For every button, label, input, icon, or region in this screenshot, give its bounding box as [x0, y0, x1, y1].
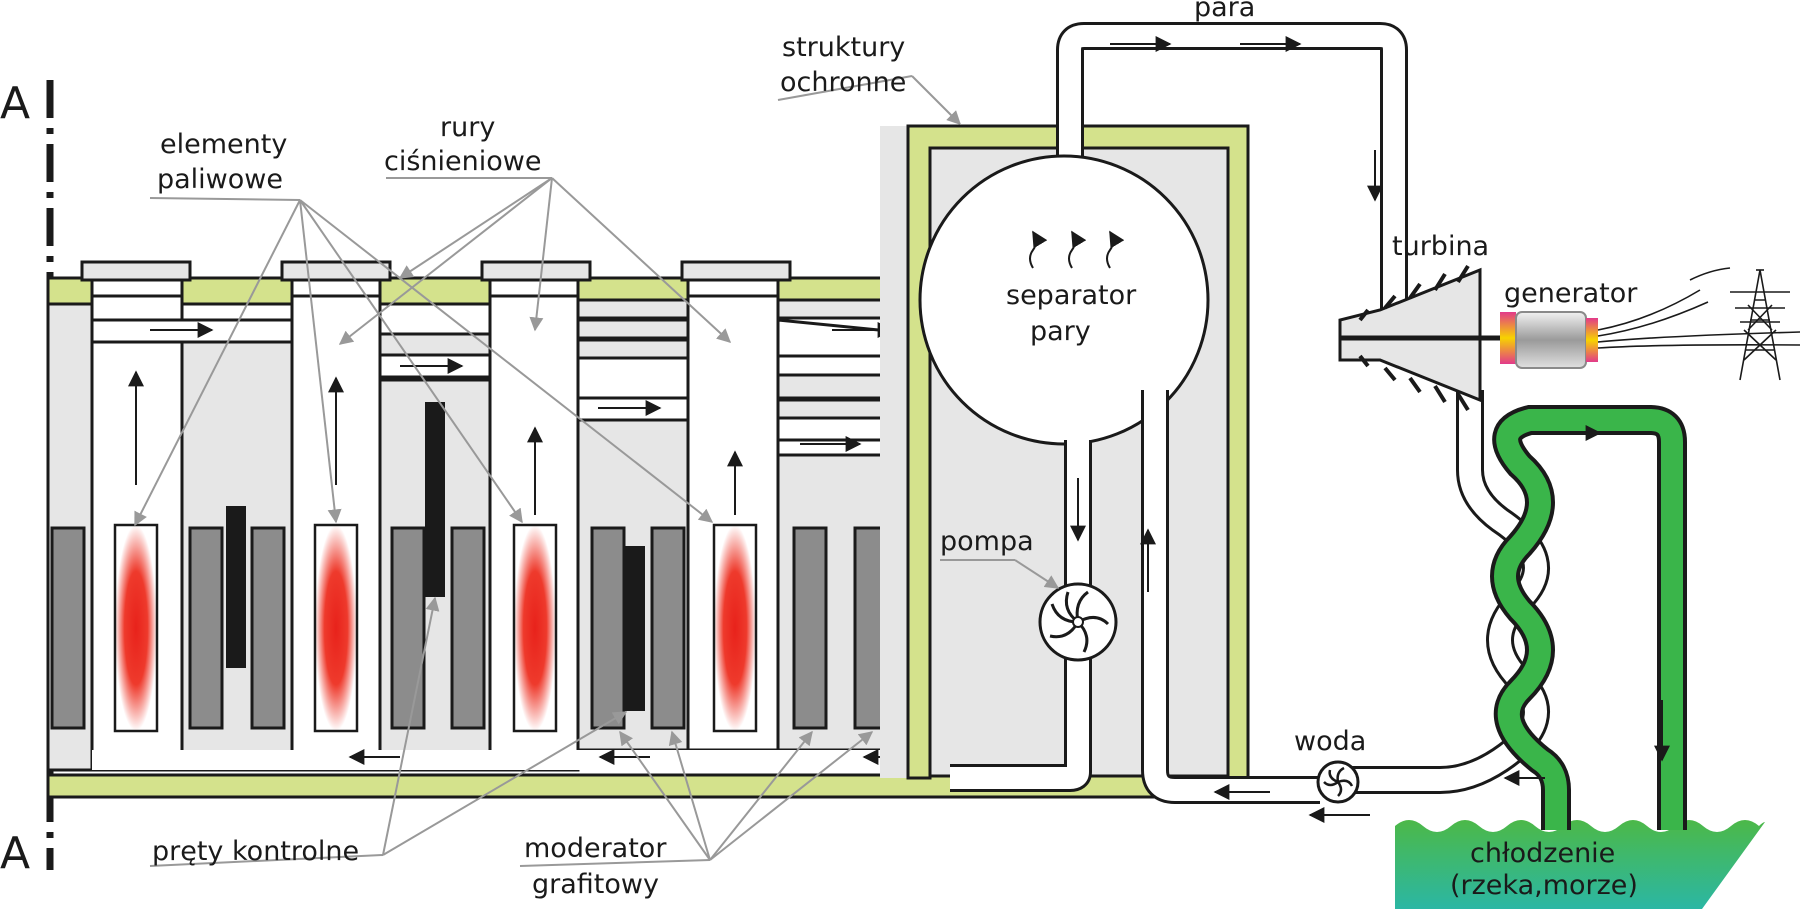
- label-pressure-tubes-2: ciśnieniowe: [384, 146, 541, 177]
- label-turbine: turbina: [1392, 231, 1489, 262]
- fuel-elements: [113, 523, 758, 733]
- label-cooling-1: chłodzenie: [1470, 838, 1615, 869]
- label-moderator-2: grafitowy: [532, 869, 659, 900]
- label-generator: generator: [1504, 278, 1638, 309]
- pump-impeller-icon: [1038, 582, 1118, 662]
- label-separator-1: separator: [1006, 280, 1137, 311]
- label-cooling-2: (rzeka,morze): [1450, 870, 1638, 901]
- labels: elementy paliwowe rury ciśnieniowe struk…: [152, 0, 1638, 901]
- turbine-icon: [1338, 264, 1500, 412]
- control-rod: [226, 506, 246, 668]
- leader-lines: [134, 75, 1060, 861]
- label-pressure-tubes-1: rury: [440, 112, 495, 143]
- cooling-pipe: [1490, 405, 1687, 830]
- label-moderator-1: moderator: [524, 833, 667, 864]
- label-control-rods: pręty kontrolne: [152, 836, 359, 867]
- generator-icon: [1500, 311, 1598, 369]
- control-rod: [425, 402, 445, 597]
- fuel-element: [512, 523, 558, 733]
- label-separator-2: pary: [1030, 316, 1091, 347]
- fuel-element: [113, 523, 159, 733]
- section-mark-top: A: [0, 78, 30, 129]
- label-protective-structures-1: struktury: [782, 32, 905, 63]
- control-rods: [226, 402, 645, 711]
- steam-wisps: [1029, 230, 1125, 269]
- label-fuel-elements-1: elementy: [160, 129, 287, 160]
- label-fuel-elements-2: paliwowe: [157, 164, 283, 195]
- graphite-moderator-blocks: [50, 526, 889, 730]
- label-steam: para: [1194, 0, 1255, 23]
- section-mark-bottom: A: [0, 828, 30, 879]
- power-pylon-icon: [1597, 267, 1800, 381]
- cooling-water: [1395, 820, 1765, 909]
- label-pump: pompa: [940, 526, 1034, 557]
- water-pump-icon: [1316, 760, 1360, 804]
- steam-loop: [918, 22, 1550, 804]
- pipe-flow-arrows: [1070, 36, 1383, 823]
- label-underlines: [149, 75, 1015, 867]
- fuel-element: [313, 523, 359, 733]
- label-water: woda: [1294, 726, 1366, 757]
- control-rod: [625, 546, 645, 711]
- label-protective-structures-2: ochronne: [780, 67, 906, 98]
- section-line: A A: [0, 78, 54, 879]
- fuel-element: [712, 523, 758, 733]
